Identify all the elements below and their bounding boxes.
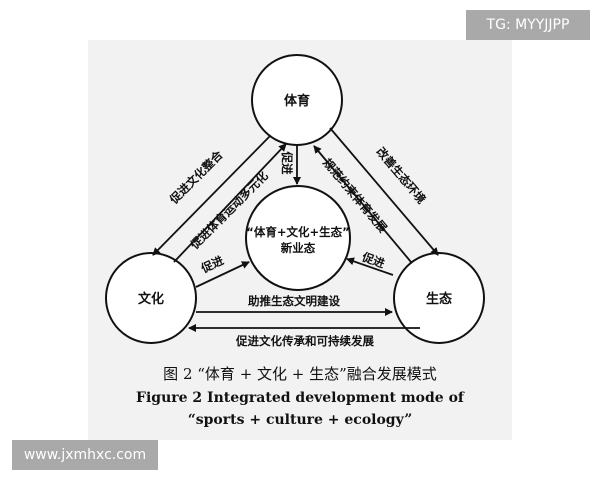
node-circle-ecology xyxy=(393,252,485,344)
edge-label-ecological-civilization: 助推生态文明建设 xyxy=(248,294,340,308)
node-label-culture: 文化 xyxy=(138,291,164,307)
arrow-sports-to-ecology xyxy=(329,127,439,256)
arrow-culture-to-center xyxy=(195,261,250,288)
edge-label-cultural-heritage: 促进文化传承和可持续发展 xyxy=(235,334,374,348)
center-label-line2: 新业态 xyxy=(281,241,316,255)
caption-english-line1: Figure 2 Integrated development mode of xyxy=(136,390,465,406)
caption-chinese: 图 2 “体育 + 文化 + 生态”融合发展模式 xyxy=(163,365,437,383)
edge-label-culture-center: 促进 xyxy=(198,253,226,276)
node-label-sports: 体育 xyxy=(284,93,310,109)
node-circle-sports xyxy=(251,54,343,146)
caption-english-line2: “sports + culture + ecology” xyxy=(188,412,413,428)
center-label-line1: “体育+文化+生态” xyxy=(246,225,349,239)
watermark-top: TG: MYYJJPP xyxy=(466,10,590,40)
edge-label-promote-culture-integration: 促进文化整合 xyxy=(166,147,226,207)
arrow-sports-to-culture xyxy=(152,135,271,256)
arrow-ecology-to-sports xyxy=(313,145,412,263)
arrow-culture-to-sports xyxy=(173,143,287,263)
node-label-ecology: 生态 xyxy=(426,291,452,307)
edge-label-sports-center: 促进 xyxy=(280,151,294,175)
watermark-bottom: www.jxmhxc.com xyxy=(12,440,158,470)
node-circle-culture xyxy=(105,252,197,344)
node-circle-new-format xyxy=(245,185,351,291)
edge-label-improve-ecology: 改善生态环境 xyxy=(374,145,429,207)
arrow-ecology-to-center xyxy=(346,257,394,276)
